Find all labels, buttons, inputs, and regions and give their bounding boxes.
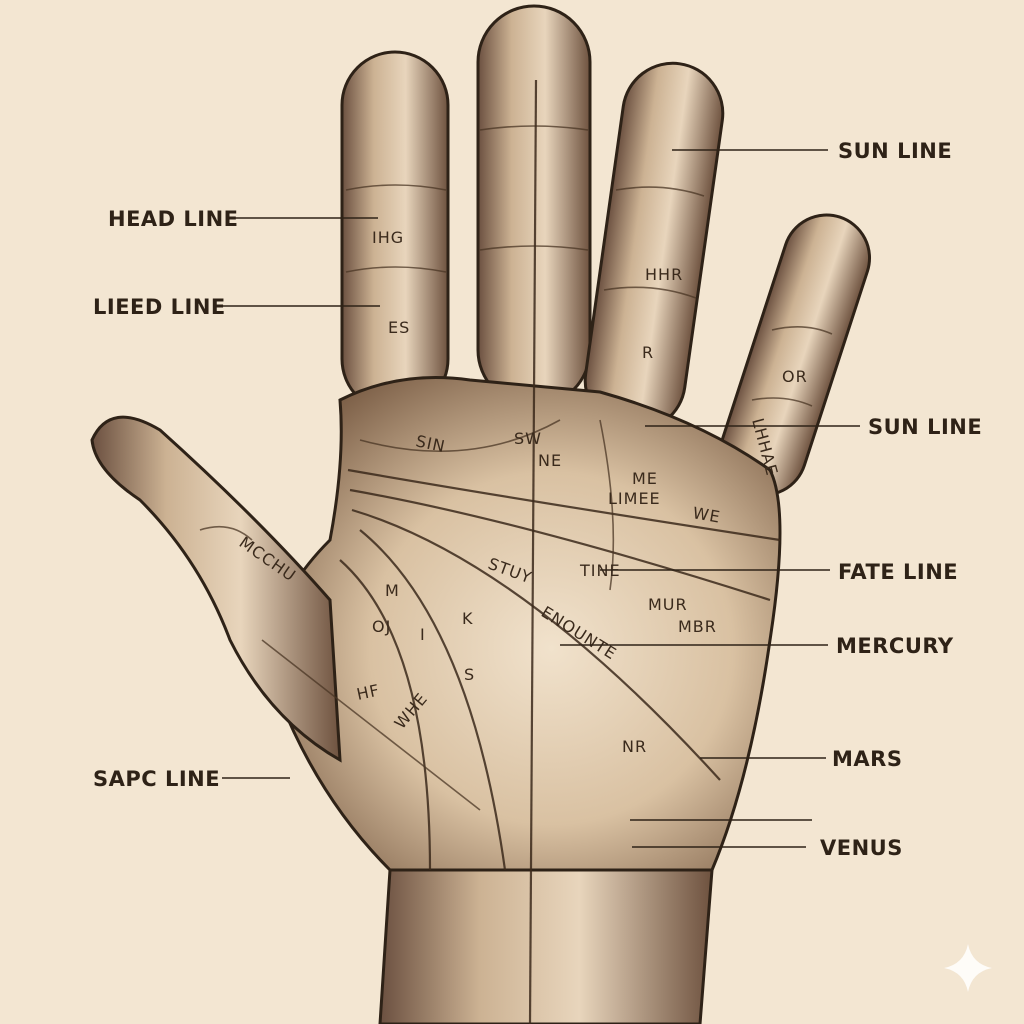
palm-label-nr: NR: [622, 737, 647, 756]
finger-label-hhr: HHR: [645, 265, 683, 284]
palm-label-tine: TINE: [579, 561, 621, 580]
palm-label-oj: OJ: [372, 617, 391, 636]
label-venus: VENUS: [820, 836, 903, 860]
finger-creases: [199, 125, 833, 541]
palm-label-hf: HF: [355, 680, 382, 703]
palm-label-mur: MUR: [648, 595, 688, 614]
label-sapc-line: SAPC LINE: [93, 767, 220, 791]
palm-label-m: M: [385, 581, 400, 600]
palm-label-s: S: [464, 665, 475, 684]
palm-label-mbr: MBR: [678, 617, 717, 636]
label-sun-line-mid: SUN LINE: [868, 415, 982, 439]
hand-labels: IHG ES HHR R OR LHHAE SIN SW NE ME LIMEE…: [236, 228, 808, 756]
palm-label-limee: LIMEE: [608, 489, 661, 508]
palm-label-k: K: [462, 609, 474, 628]
finger-label-r: R: [642, 343, 654, 362]
palm-label-i: I: [420, 625, 426, 644]
label-lieed-line: LIEED LINE: [93, 295, 226, 319]
palm-label-me: ME: [632, 469, 658, 488]
sparkle-icon: [944, 944, 992, 992]
label-mercury: MERCURY: [836, 634, 954, 658]
thumb: [90, 415, 342, 763]
finger-label-ihg: IHG: [372, 228, 404, 247]
label-fate-line: FATE LINE: [838, 560, 958, 584]
palm-lines: [261, 79, 781, 1024]
leader-lines: [220, 149, 860, 848]
ring-finger: [583, 61, 725, 433]
palm-label-sw: SW: [514, 429, 542, 448]
finger-label-es: ES: [388, 318, 410, 337]
label-sun-line-top: SUN LINE: [838, 139, 952, 163]
wrist: [378, 868, 714, 1024]
palm-label-we: WE: [691, 503, 722, 527]
palm-label-ne: NE: [538, 451, 562, 470]
callout-labels: HEAD LINE LIEED LINE SAPC LINE SUN LINE …: [93, 139, 982, 860]
label-mars: MARS: [832, 747, 902, 771]
label-head-line: HEAD LINE: [108, 207, 239, 231]
finger-label-or: OR: [782, 367, 808, 386]
